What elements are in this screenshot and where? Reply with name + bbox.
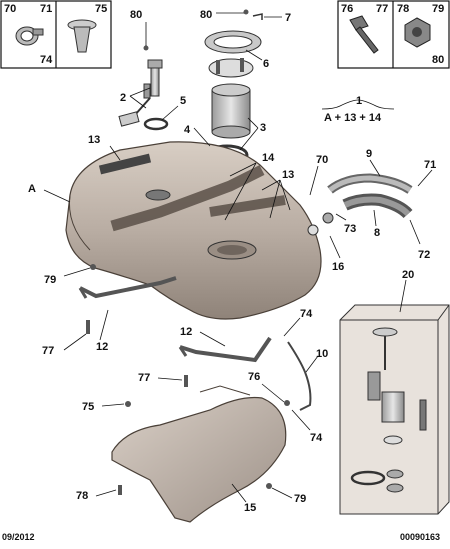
- callout-A: A: [28, 183, 36, 195]
- screw-icon: [349, 15, 379, 54]
- mounting-bolts: [86, 9, 290, 495]
- inset-label-74: 74: [40, 54, 53, 66]
- callout-74-b: 74: [310, 432, 323, 444]
- callout-16: 16: [332, 261, 344, 273]
- callout-77-b: 77: [138, 372, 150, 384]
- callout-3: 3: [260, 122, 266, 134]
- callout-20: 20: [402, 269, 414, 281]
- fuel-pump-module: [204, 13, 263, 166]
- callout-4: 4: [184, 124, 191, 136]
- callout-76: 76: [248, 371, 260, 383]
- footer-reference: 00090163: [400, 532, 440, 542]
- callout-12-b: 12: [180, 326, 192, 338]
- callout-80-a: 80: [130, 9, 142, 21]
- callout-71: 71: [424, 159, 436, 171]
- callout-15: 15: [244, 502, 256, 514]
- callout-labels: 80 80 7 6 2 5 4 3 13 14 A 13 70 9 71 73 …: [28, 9, 436, 514]
- callout-8: 8: [374, 227, 380, 239]
- callout-72: 72: [418, 249, 430, 261]
- formula-text: A + 13 + 14: [324, 112, 382, 124]
- leader-lines: [43, 12, 433, 503]
- callout-2: 2: [120, 92, 126, 104]
- tank-strap-rear: [178, 336, 272, 363]
- inset-label-78: 78: [397, 3, 409, 15]
- callout-7: 7: [285, 12, 291, 24]
- inset-label-71: 71: [40, 3, 52, 15]
- callout-6: 6: [263, 58, 269, 70]
- nut-icon: [404, 17, 431, 48]
- callout-70: 70: [316, 154, 328, 166]
- callout-9: 9: [366, 148, 372, 160]
- callout-79-b: 79: [294, 493, 306, 505]
- callout-74-a: 74: [300, 308, 313, 320]
- callout-75: 75: [82, 401, 94, 413]
- callout-77-a: 77: [42, 345, 54, 357]
- inset-label-79: 79: [432, 3, 444, 15]
- callout-79-a: 79: [44, 274, 56, 286]
- inset-box-clips: 70 71 74 75: [0, 0, 112, 69]
- callout-80-b: 80: [200, 9, 212, 21]
- push-rivet-icon: [67, 19, 97, 53]
- callout-10: 10: [316, 348, 328, 360]
- filler-hose: [327, 173, 413, 194]
- heat-shield: [111, 385, 287, 523]
- callout-14: 14: [262, 152, 275, 164]
- pump-module-detail-box: [339, 304, 450, 515]
- formula-index: 1: [356, 95, 362, 107]
- fuel-tank: [65, 141, 322, 320]
- hose-clip-icon: [15, 26, 44, 46]
- tank-strap-front: [78, 276, 177, 299]
- inset-label-75: 75: [95, 3, 107, 15]
- assembly-formula: 1 A + 13 + 14: [321, 95, 395, 124]
- callout-13-b: 13: [282, 169, 294, 181]
- inset-box-fasteners: 76 77 78 79 80: [337, 0, 450, 69]
- callout-13-a: 13: [88, 134, 100, 146]
- fuel-level-sender: [118, 59, 169, 131]
- callout-12-a: 12: [96, 341, 108, 353]
- callout-78: 78: [76, 490, 88, 502]
- vent-pipe: [287, 341, 312, 411]
- breather-hose: [307, 193, 413, 236]
- inset-label-77: 77: [376, 3, 388, 15]
- inset-label-76: 76: [341, 3, 353, 15]
- pump-assembly-icon: [350, 327, 427, 493]
- inset-label-80: 80: [432, 54, 444, 66]
- callout-5: 5: [180, 95, 186, 107]
- callout-73: 73: [344, 223, 356, 235]
- footer-date: 09/2012: [2, 532, 35, 542]
- inset-label-70: 70: [4, 3, 16, 15]
